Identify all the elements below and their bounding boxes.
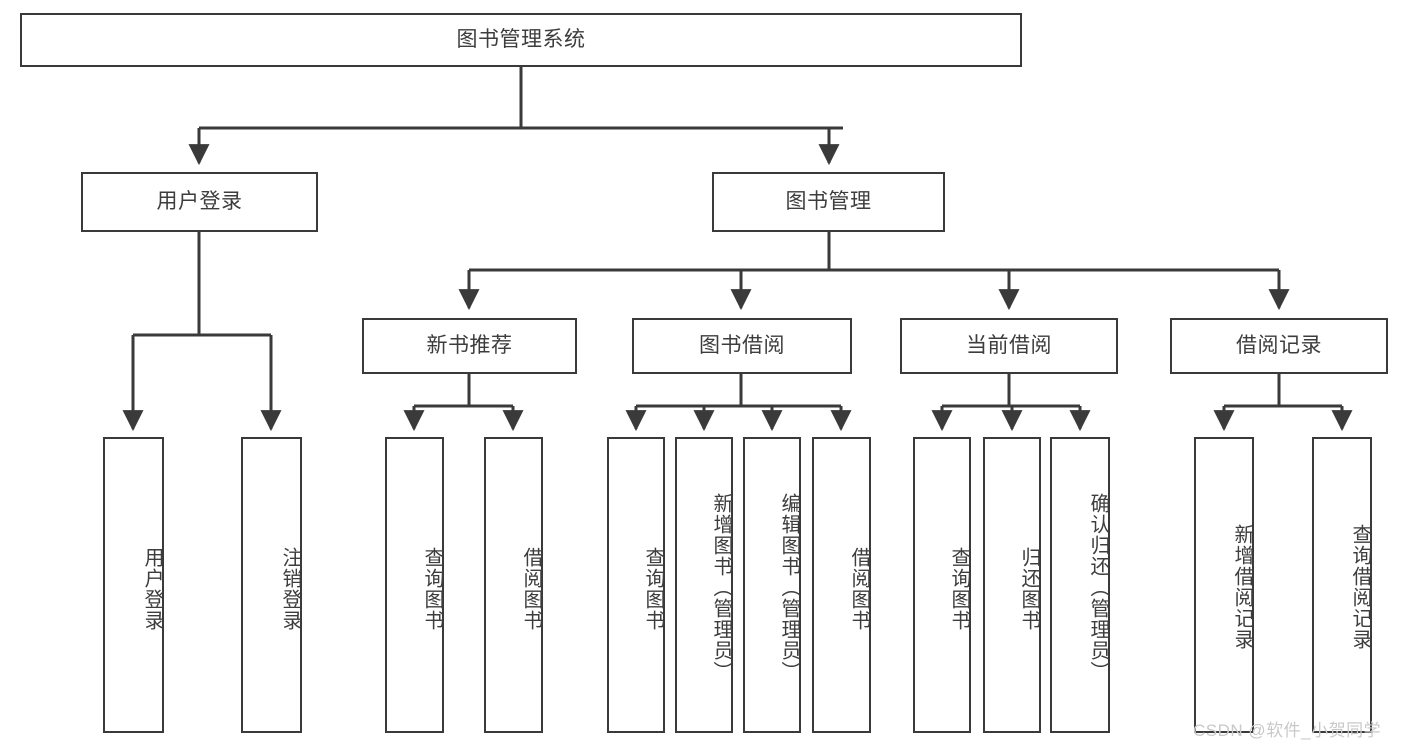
node-label: 确认归还（管理员） <box>1087 492 1109 682</box>
node-user-login[interactable]: 用户登录 <box>81 172 318 232</box>
leaf-book-borrow-borrow-book[interactable]: 借阅图书 <box>812 437 871 733</box>
node-label: 新增图书（管理员） <box>710 492 732 682</box>
node-label: 查询图书 <box>948 547 970 631</box>
node-book-borrow[interactable]: 图书借阅 <box>632 318 852 374</box>
node-label: 查询图书 <box>421 547 443 631</box>
leaf-book-borrow-edit-book-admin[interactable]: 编辑图书（管理员） <box>743 437 801 733</box>
node-label: 借阅图书 <box>848 547 870 631</box>
node-label: 查询借阅记录 <box>1349 524 1371 650</box>
node-label: 用户登录 <box>141 547 163 631</box>
node-label: 图书借阅 <box>699 333 785 357</box>
node-current-borrow[interactable]: 当前借阅 <box>900 318 1118 374</box>
csdn-watermark: CSDN @软件_小贺同学 <box>1193 721 1382 740</box>
leaf-borrow-record-query-record[interactable]: 查询借阅记录 <box>1312 437 1372 733</box>
node-label: 图书管理系统 <box>456 27 586 51</box>
leaf-new-book-query-book[interactable]: 查询图书 <box>385 437 444 733</box>
leaf-book-borrow-query-book[interactable]: 查询图书 <box>607 437 665 733</box>
leaf-borrow-record-add-record[interactable]: 新增借阅记录 <box>1194 437 1254 733</box>
leaf-new-book-borrow-book[interactable]: 借阅图书 <box>484 437 543 733</box>
leaf-user-login-logout[interactable]: 注销登录 <box>241 437 302 733</box>
leaf-current-borrow-return-book[interactable]: 归还图书 <box>983 437 1041 733</box>
node-root-book-management-system[interactable]: 图书管理系统 <box>20 13 1022 67</box>
node-label: 新书推荐 <box>426 333 513 357</box>
node-label: 图书管理 <box>785 189 872 213</box>
node-label: 当前借阅 <box>966 333 1052 357</box>
node-label: 查询图书 <box>642 547 664 631</box>
node-book-management[interactable]: 图书管理 <box>712 172 945 232</box>
node-new-book-recommend[interactable]: 新书推荐 <box>362 318 577 374</box>
leaf-book-borrow-add-book-admin[interactable]: 新增图书（管理员） <box>675 437 733 733</box>
node-label: 新增借阅记录 <box>1231 524 1253 650</box>
leaf-current-borrow-confirm-return-admin[interactable]: 确认归还（管理员） <box>1050 437 1110 733</box>
node-label: 借阅记录 <box>1236 333 1322 357</box>
node-label: 用户登录 <box>156 189 243 213</box>
node-label: 归还图书 <box>1018 547 1040 631</box>
node-borrow-record[interactable]: 借阅记录 <box>1170 318 1388 374</box>
node-label: 编辑图书（管理员） <box>778 492 800 682</box>
leaf-user-login-login[interactable]: 用户登录 <box>103 437 164 733</box>
node-label: 注销登录 <box>279 547 301 631</box>
leaf-current-borrow-query-book[interactable]: 查询图书 <box>913 437 971 733</box>
node-label: 借阅图书 <box>520 547 542 631</box>
